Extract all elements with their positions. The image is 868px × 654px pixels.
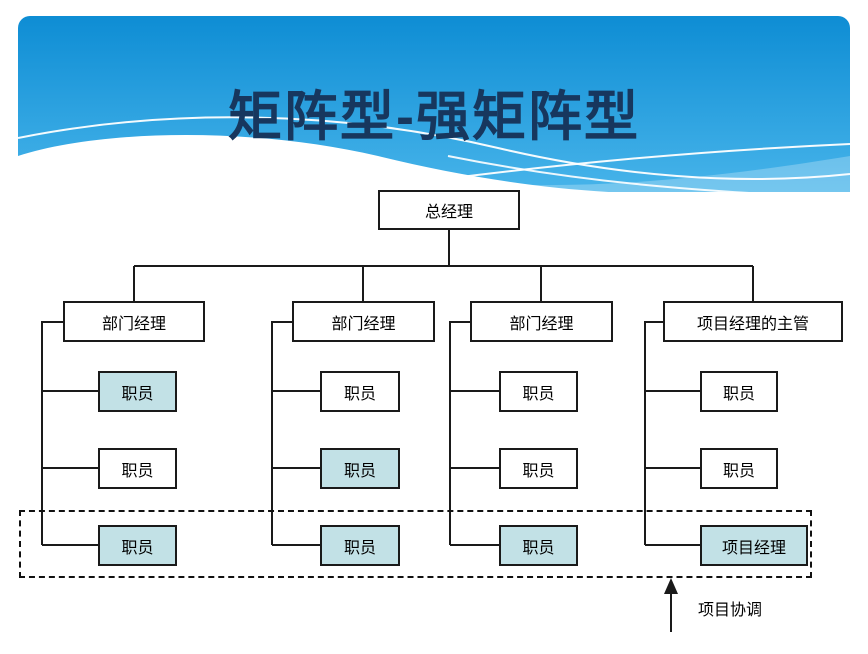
header-curve-line-1 <box>18 116 850 180</box>
box-staff-3-1: 职员 <box>499 371 578 412</box>
header-dome-shape <box>18 135 609 192</box>
slide-title: 矩阵型-强矩阵型 <box>228 87 640 147</box>
header-wave-graphic <box>18 16 850 192</box>
box-staff-3-2: 职员 <box>499 448 578 489</box>
project-coordination-arrow <box>664 578 678 632</box>
box-staff-4-2: 职员 <box>700 448 778 489</box>
box-staff-4-1: 职员 <box>700 371 778 412</box>
box-staff-1-3: 职员 <box>98 525 177 566</box>
box-staff-1-2: 职员 <box>98 448 177 489</box>
box-dept-manager-1: 部门经理 <box>63 301 205 342</box>
box-staff-3-3: 职员 <box>499 525 578 566</box>
box-staff-2-3: 职员 <box>320 525 400 566</box>
box-staff-2-1: 职员 <box>320 371 400 412</box>
slide-header: 矩阵型-强矩阵型 <box>18 16 850 192</box>
box-staff-1-1: 职员 <box>98 371 177 412</box>
box-general-manager: 总经理 <box>378 190 520 230</box>
box-dept-manager-2: 部门经理 <box>292 301 435 342</box>
header-curve-line-3 <box>447 155 749 192</box>
box-pm-supervisor: 项目经理的主管 <box>663 301 843 342</box>
box-staff-2-2: 职员 <box>320 448 400 489</box>
box-project-manager: 项目经理 <box>700 525 808 566</box>
box-dept-manager-3: 部门经理 <box>470 301 613 342</box>
project-coordination-label: 项目协调 <box>698 602 763 619</box>
dashed-project-team-region <box>19 510 812 578</box>
